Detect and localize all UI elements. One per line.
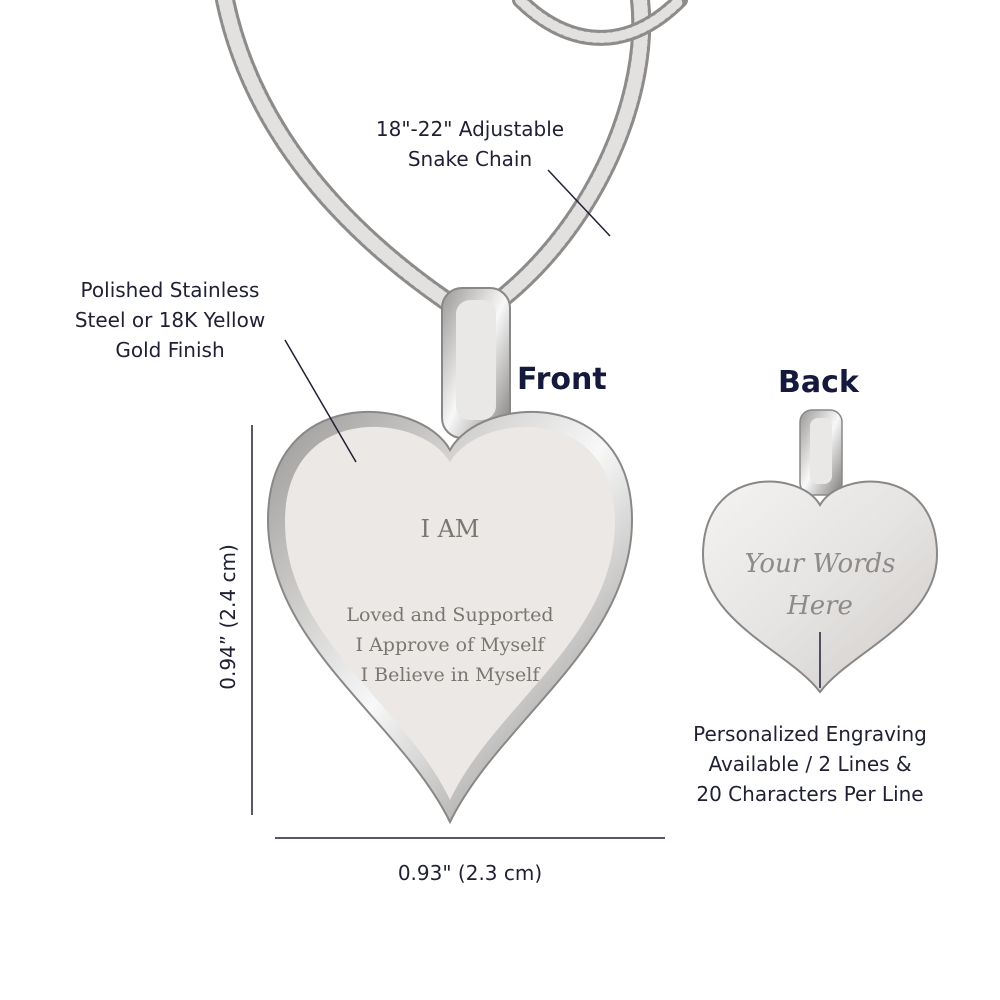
- back-bail: [799, 409, 843, 496]
- width-dimension-label: 0.93" (2.3 cm): [397, 861, 543, 885]
- callout-line: Steel or 18K Yellow: [74, 308, 266, 332]
- chain-callout: 18"-22" Adjustable Snake Chain: [340, 114, 600, 174]
- callout-line: 18"-22" Adjustable: [375, 117, 565, 141]
- back-engraving: Your Words Here: [710, 543, 930, 627]
- front-engraving-title: I AM: [420, 515, 480, 543]
- dimension-lines: [251, 425, 665, 839]
- engraving-callout: Personalized Engraving Available / 2 Lin…: [650, 719, 970, 809]
- callout-line: Polished Stainless: [80, 278, 260, 302]
- front-heart-pendant: [266, 410, 634, 825]
- front-heading: Front: [517, 362, 607, 397]
- engraving-line: I Believe in Myself: [360, 664, 540, 686]
- engraving-line: Here: [787, 591, 853, 621]
- height-dimension-label: 0.94” (2.4 cm): [216, 544, 240, 690]
- back-heart-pendant: [701, 480, 939, 694]
- leader-lines: [284, 169, 821, 688]
- callout-line: Available / 2 Lines &: [708, 752, 912, 776]
- back-heading: Back: [778, 365, 859, 400]
- finish-callout: Polished Stainless Steel or 18K Yellow G…: [40, 275, 300, 365]
- front-bail: [441, 287, 511, 439]
- callout-line: Snake Chain: [407, 147, 533, 171]
- front-engraving-lines: Loved and Supported I Approve of Myself …: [320, 600, 580, 690]
- snake-chain: [215, 0, 688, 310]
- engraving-line: Your Words: [744, 549, 896, 579]
- callout-line: Gold Finish: [115, 338, 225, 362]
- callout-line: 20 Characters Per Line: [696, 782, 924, 806]
- engraving-line: Loved and Supported: [346, 604, 554, 626]
- engraving-line: I Approve of Myself: [355, 634, 545, 656]
- callout-line: Personalized Engraving: [693, 722, 927, 746]
